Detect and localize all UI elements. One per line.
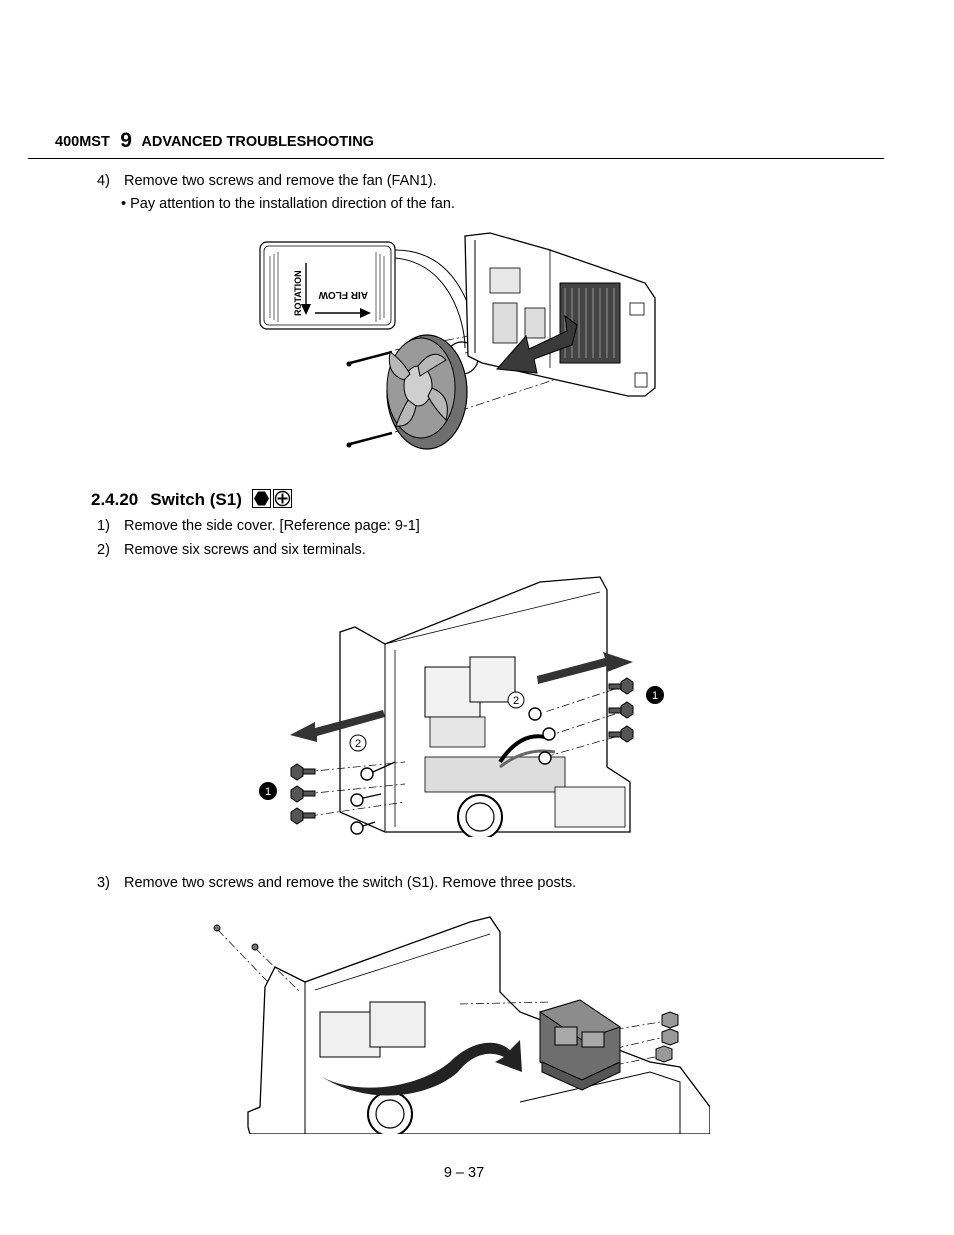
switch-step-1: 1) Remove the side cover. [Reference page…	[97, 518, 420, 534]
header-model: 400MST	[55, 134, 110, 150]
posts	[655, 1011, 679, 1063]
direction-label-plate: ROTATION AIR FLOW	[259, 241, 396, 330]
fan-step: 4) Remove two screws and remove the fan (…	[97, 173, 437, 189]
right-screws	[608, 677, 634, 743]
callout-2-right: 2	[507, 691, 525, 709]
rotation-label: ROTATION	[293, 270, 303, 316]
callout-2-left: 2	[349, 734, 367, 752]
switch-step-3: 3) Remove two screws and remove the switc…	[97, 875, 576, 891]
fan-step-text: Remove two screws and remove the fan (FA…	[124, 173, 437, 189]
rotate-arrow	[322, 1040, 522, 1096]
header-chapter-title: ADVANCED TROUBLESHOOTING	[141, 134, 374, 150]
step-number: 1)	[97, 518, 110, 534]
right-arrow	[537, 652, 633, 684]
section-heading: 2.4.20 Switch (S1)	[91, 489, 292, 510]
top-screws	[213, 924, 259, 951]
hex-socket-icon	[251, 489, 271, 508]
fan-unit	[386, 334, 468, 450]
left-screws	[290, 763, 316, 825]
air-flow-label: AIR FLOW	[318, 289, 368, 300]
page-header: 400MST 9 ADVANCED TROUBLESHOOTING	[55, 128, 374, 152]
header-chapter-number: 9	[120, 129, 132, 152]
switch-step-2: 2) Remove six screws and six terminals.	[97, 542, 366, 558]
removal-arrow	[495, 314, 578, 374]
switch-housing-large	[247, 916, 710, 1134]
fan-bullet-text: Pay attention to the installation direct…	[130, 196, 455, 212]
fan-step-number: 4)	[97, 173, 110, 189]
svg-text:2: 2	[513, 695, 519, 707]
fan-screw-bottom	[346, 431, 393, 448]
fan-bullet: • Pay attention to the installation dire…	[121, 196, 455, 212]
left-arrow	[290, 710, 385, 742]
step-text: Remove six screws and six terminals.	[124, 542, 366, 558]
callout-1-right: 1	[646, 686, 664, 704]
header-divider	[28, 158, 884, 159]
section-number: 2.4.20	[91, 490, 139, 509]
svg-text:1: 1	[265, 786, 271, 798]
bullet-symbol: •	[121, 196, 127, 212]
phillips-screwdriver-icon	[272, 489, 292, 508]
step-text: Remove the side cover. [Reference page: …	[124, 518, 420, 534]
svg-text:1: 1	[652, 690, 658, 702]
callout-1-left: 1	[259, 782, 277, 800]
fan-housing	[464, 232, 656, 397]
switch-s1	[538, 999, 622, 1091]
fan-screw-top	[346, 350, 393, 367]
section-title: Switch (S1)	[150, 490, 242, 509]
svg-text:2: 2	[355, 738, 361, 750]
terminal-removal-figure: 1 2 2 1	[259, 576, 664, 837]
fan-removal-figure: ROTATION AIR FLOW	[259, 232, 656, 450]
page-number: 9 – 37	[443, 1165, 485, 1181]
step-number: 3)	[97, 875, 110, 891]
step-number: 2)	[97, 542, 110, 558]
switch-removal-figure	[213, 916, 710, 1134]
switch-housing	[339, 576, 631, 837]
step-text: Remove two screws and remove the switch …	[124, 875, 577, 891]
